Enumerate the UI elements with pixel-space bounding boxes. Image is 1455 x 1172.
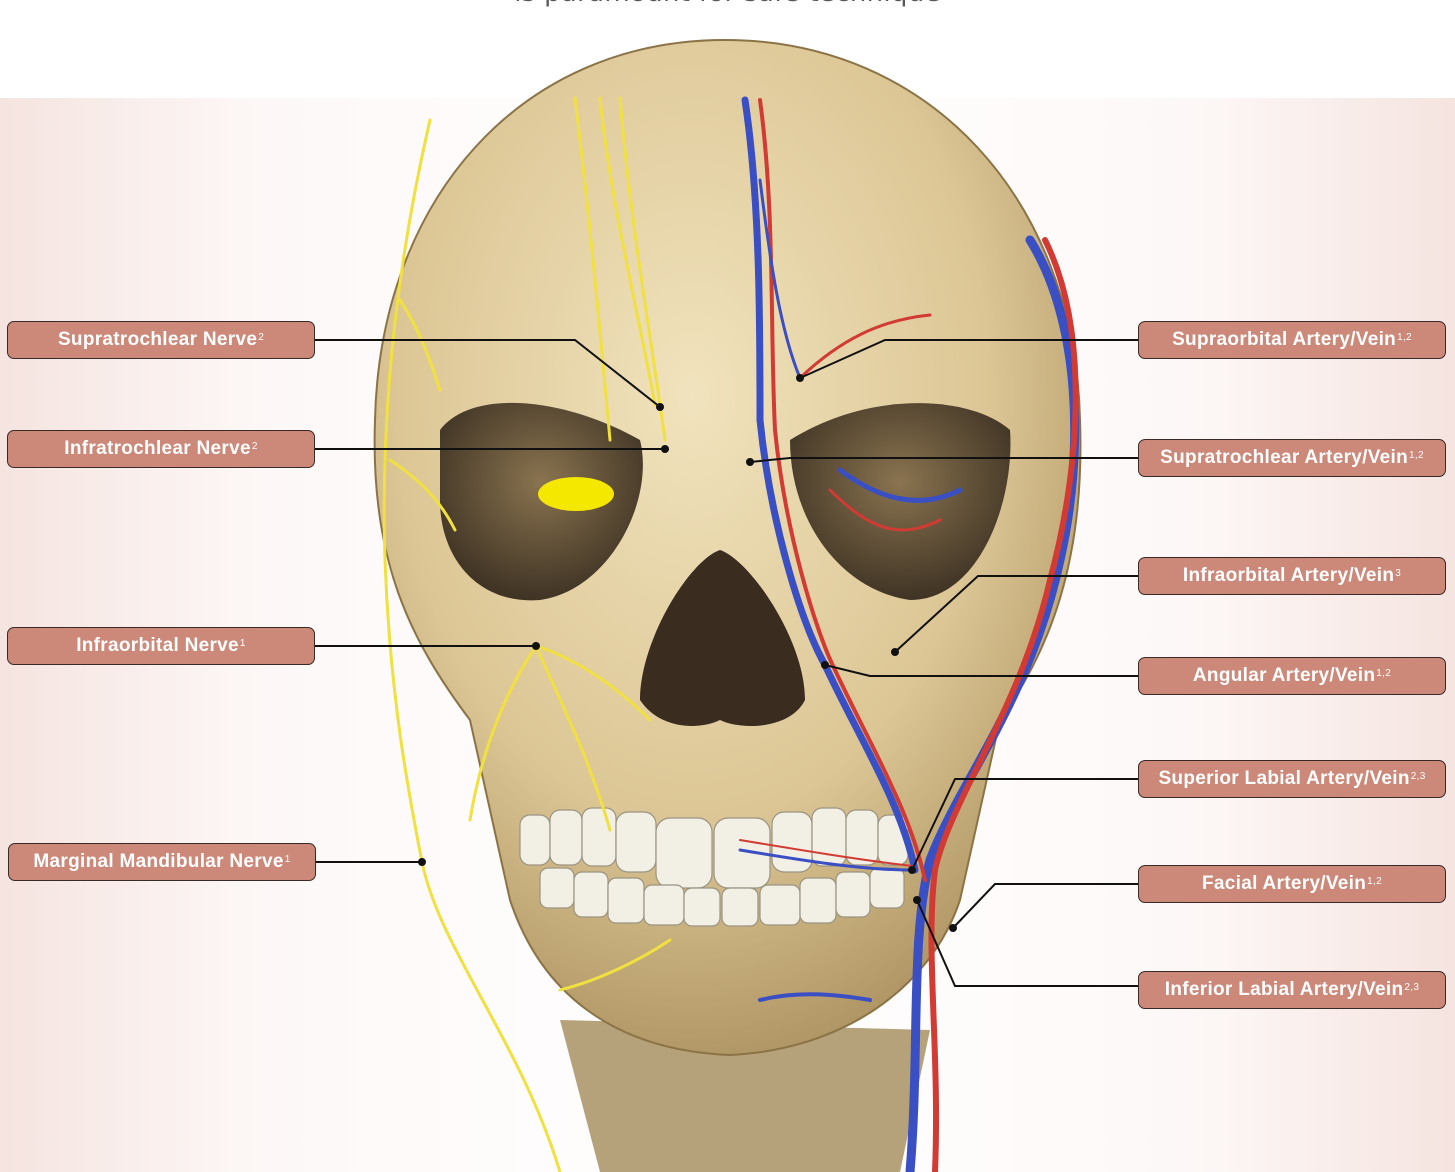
label-superscript: 1,2: [1397, 332, 1412, 343]
label-text: Infraorbital Artery/Vein: [1183, 565, 1394, 587]
dot-inferior-labial-artery-vein: [913, 896, 921, 904]
dot-supraorbital-artery-vein: [796, 374, 804, 382]
dot-superior-labial-artery-vein: [908, 866, 916, 874]
label-superscript: 1,2: [1376, 668, 1391, 679]
label-superscript: 1,2: [1409, 450, 1424, 461]
dot-marginal-mandibular-nerve: [418, 858, 426, 866]
dot-facial-artery-vein: [949, 924, 957, 932]
dot-infratrochlear-nerve: [661, 445, 669, 453]
label-text: Infratrochlear Nerve: [64, 438, 251, 460]
label-superscript: 3: [1395, 568, 1401, 579]
dot-angular-artery-vein: [821, 661, 829, 669]
dot-supratrochlear-nerve: [656, 403, 664, 411]
dot-supratrochlear-artery-vein: [746, 458, 754, 466]
ganglion: [538, 477, 614, 511]
label-text: Inferior Labial Artery/Vein: [1165, 979, 1404, 1001]
label-text: Superior Labial Artery/Vein: [1158, 768, 1409, 790]
leader-facial-artery-vein: [953, 884, 1138, 928]
label-text: Supraorbital Artery/Vein: [1172, 329, 1396, 351]
label-text: Marginal Mandibular Nerve: [33, 851, 283, 873]
label-text: Supratrochlear Artery/Vein: [1160, 447, 1408, 469]
dot-infraorbital-nerve: [532, 642, 540, 650]
dot-infraorbital-artery-vein: [891, 648, 899, 656]
label-text: Angular Artery/Vein: [1193, 665, 1375, 687]
label-text: Infraorbital Nerve: [76, 635, 239, 657]
subtitle: is paramount for safe technique: [0, 0, 1455, 8]
label-superscript: 1: [285, 854, 291, 865]
label-superscript: 1,2: [1367, 876, 1382, 887]
label-text: Facial Artery/Vein: [1202, 873, 1366, 895]
label-superscript: 2,3: [1411, 771, 1426, 782]
label-text: Supratrochlear Nerve: [58, 329, 257, 351]
label-superscript: 2: [252, 441, 258, 452]
label-superscript: 2: [258, 332, 264, 343]
label-superscript: 2,3: [1404, 982, 1419, 993]
label-superscript: 1: [240, 638, 246, 649]
